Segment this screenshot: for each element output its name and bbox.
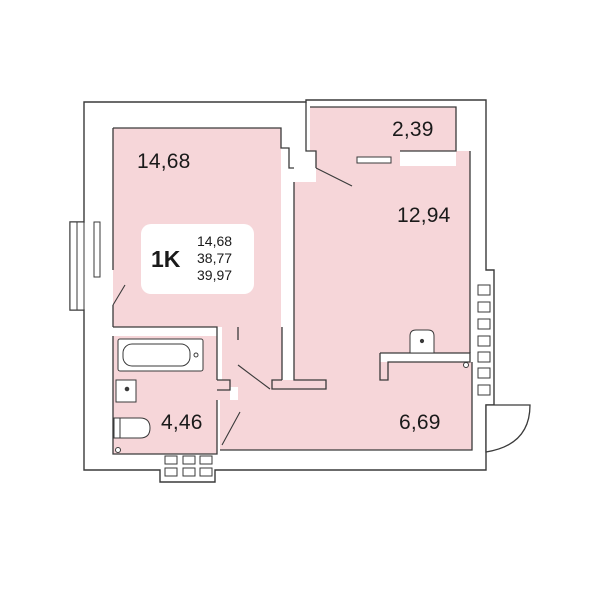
bathtub <box>117 338 204 372</box>
kitchen-area <box>294 151 470 353</box>
interior-walls <box>112 102 473 455</box>
storage-area-label: 2,39 <box>392 118 434 141</box>
total-area-with-balcony-value: 39,97 <box>197 267 233 283</box>
apartment-badge: 1K 14,68 38,77 39,97 <box>141 224 254 294</box>
storage-area <box>310 107 456 151</box>
apartment-type-code: 1K <box>151 246 181 272</box>
riser-icon <box>463 362 469 368</box>
doors <box>112 167 353 446</box>
balcony <box>485 404 531 453</box>
total-area-value: 38,77 <box>197 250 233 266</box>
window-left <box>69 221 101 311</box>
vent-block <box>164 455 213 477</box>
kitchen-sink <box>409 329 435 354</box>
hall-link-area <box>294 340 380 390</box>
kitchen-area-label: 12,94 <box>397 204 451 227</box>
bathroom-area-label: 4,46 <box>161 411 203 434</box>
living-area-value: 14,68 <box>197 233 233 249</box>
bathroom-sink <box>115 379 137 403</box>
kitchen-counter <box>356 156 392 164</box>
living-room-area-label: 14,68 <box>137 150 191 173</box>
drain-icon <box>115 447 121 453</box>
toilet <box>113 417 151 439</box>
window-right <box>477 284 491 396</box>
corridor-area <box>222 327 282 387</box>
hallway-area-label: 6,69 <box>399 411 441 434</box>
